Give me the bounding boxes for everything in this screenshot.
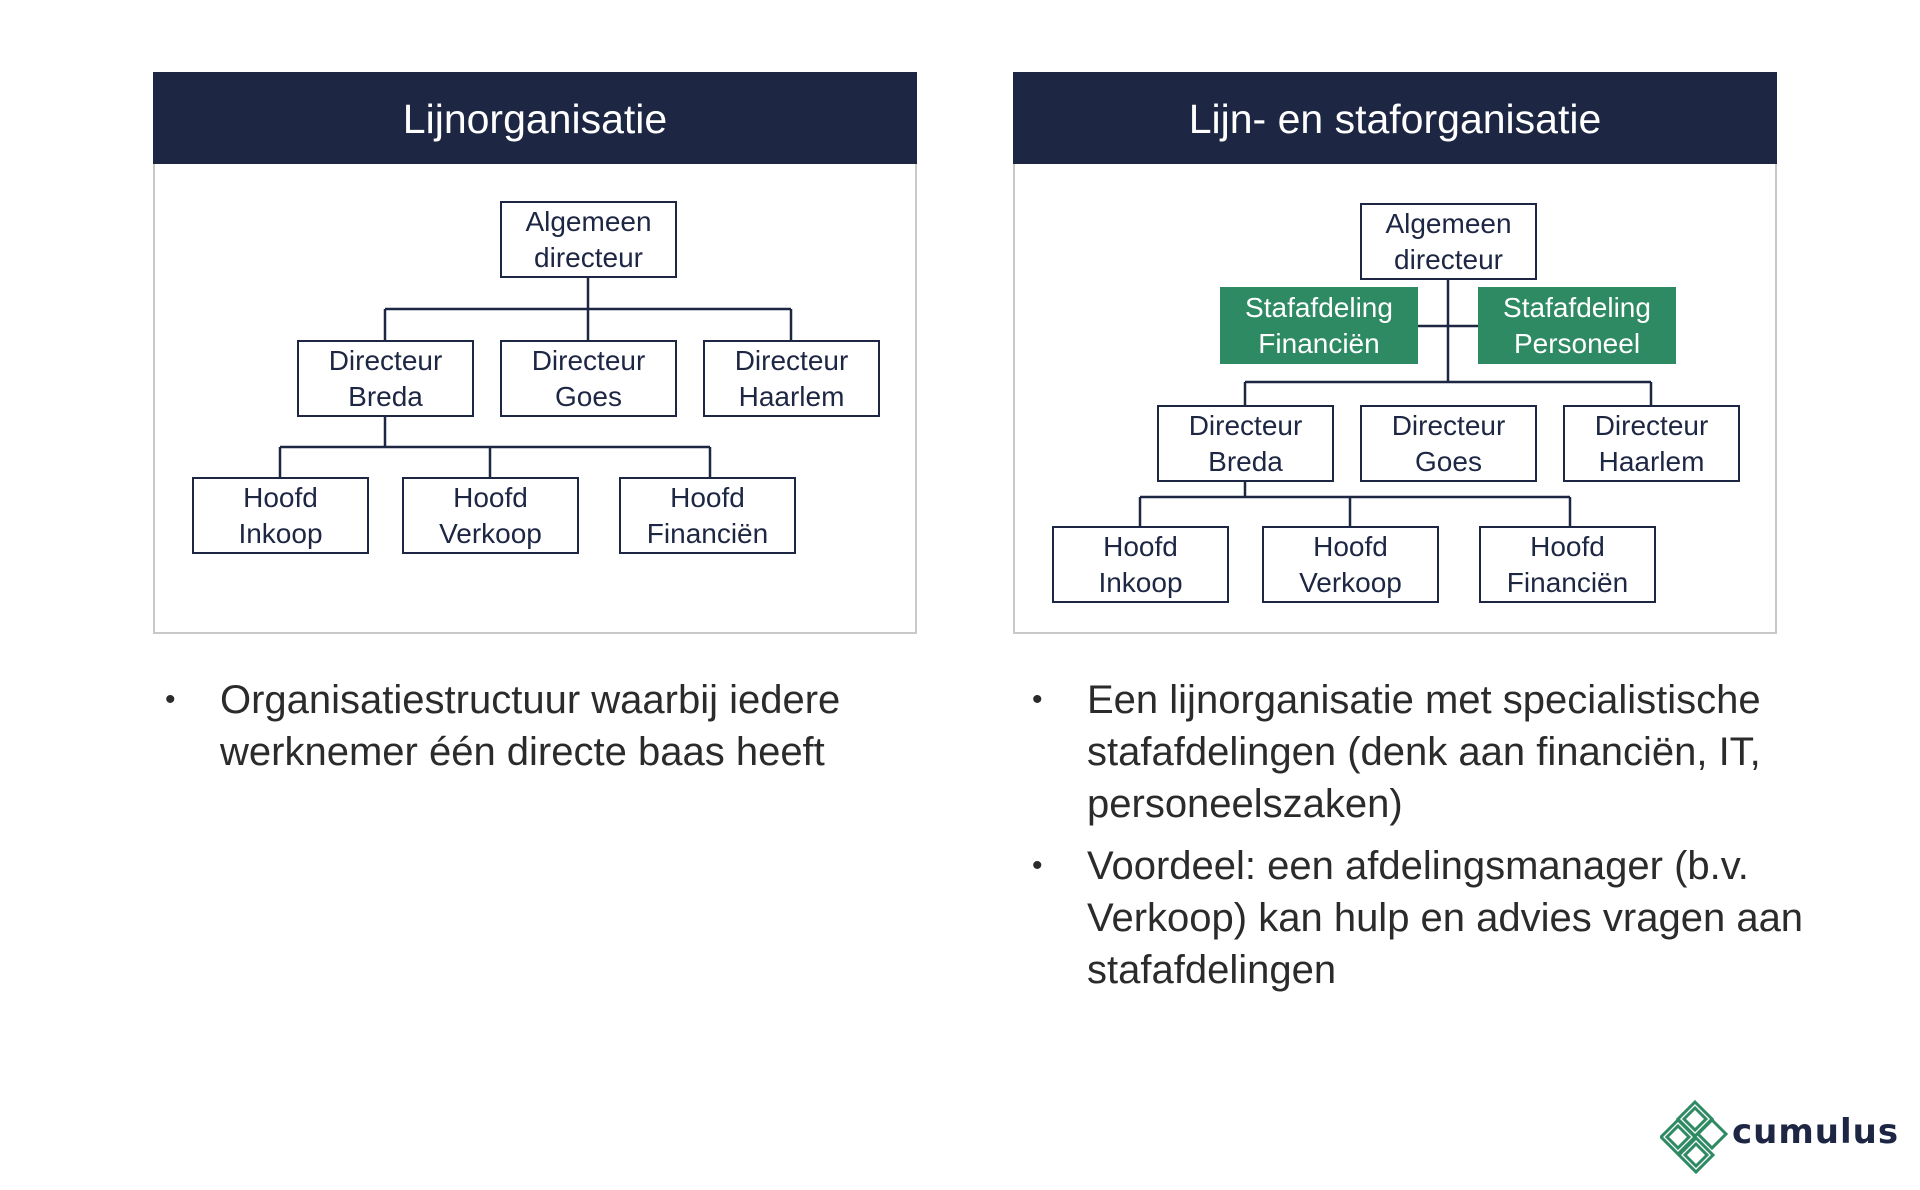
line-organisation-bullets: • Organisatiestructuur waarbij iedere we…: [160, 674, 860, 788]
panel-title: Lijn- en staforganisatie: [1013, 72, 1777, 164]
bullet-symbol: •: [165, 683, 176, 716]
panel-title: Lijnorganisatie: [153, 72, 917, 164]
bullet-item: • Een lijnorganisatie met specialistisch…: [1027, 674, 1867, 830]
bullet-symbol: •: [1032, 849, 1043, 882]
bullet-text: Organisatiestructuur waarbij iedere werk…: [220, 678, 841, 774]
cumulus-logo: cumulus: [1658, 1098, 1898, 1178]
bullet-symbol: •: [1032, 683, 1043, 716]
org-chart-connectors: [278, 278, 793, 477]
bullet-item: • Organisatiestructuur waarbij iedere we…: [160, 674, 860, 778]
cumulus-logo-icon: [1658, 1099, 1729, 1175]
org-chart-connectors: [1138, 280, 1653, 526]
line-and-staff-bullets: • Een lijnorganisatie met specialistisch…: [1027, 674, 1867, 1006]
bullet-text: Voordeel: een afdelingsmanager (b.v. Ver…: [1087, 844, 1804, 992]
bullet-text: Een lijnorganisatie met specialistische …: [1087, 678, 1761, 826]
bullet-item: • Voordeel: een afdelingsmanager (b.v. V…: [1027, 840, 1867, 996]
logo-text: cumulus: [1732, 1112, 1900, 1152]
